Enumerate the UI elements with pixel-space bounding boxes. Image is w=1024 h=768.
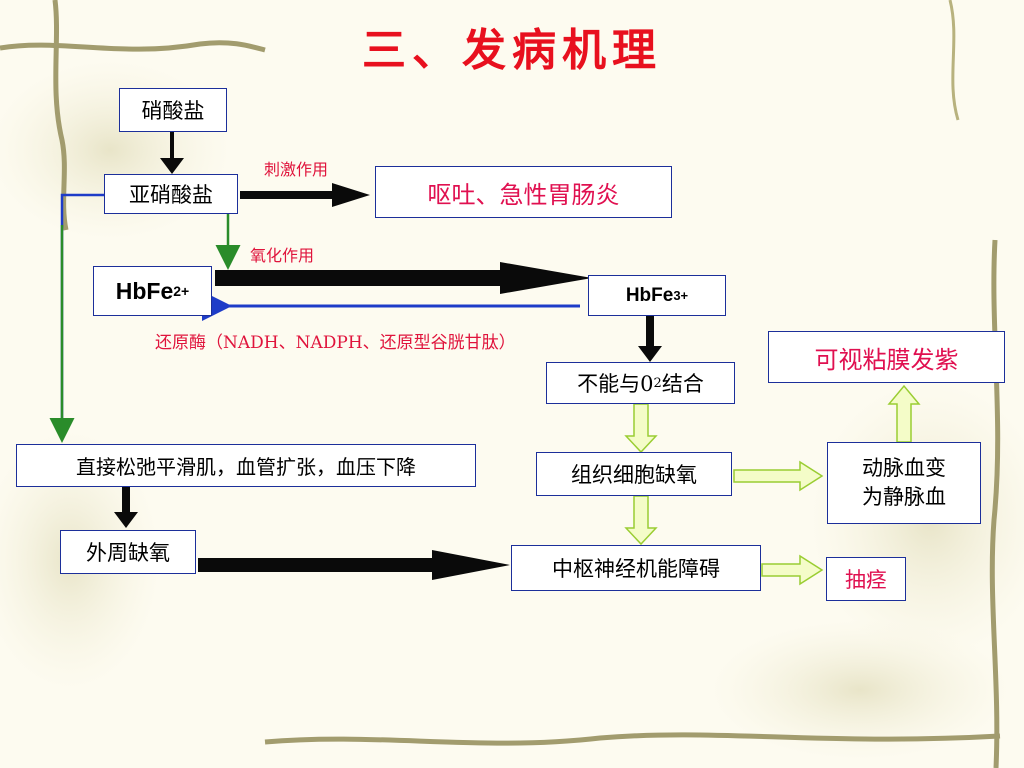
hollow-arrow-cns-to-convulsion — [762, 556, 822, 584]
arrow-nitrite-to-vomit — [240, 183, 370, 207]
label-oxidation: 氧化作用 — [250, 242, 314, 266]
page-title: 三、发病机理 — [0, 14, 1024, 78]
hollow-arrow-no-o2-to-tissue — [626, 404, 656, 452]
hollow-arrow-arterial-to-cyanosis — [889, 386, 919, 442]
box-nitrite: 亚硝酸盐 — [104, 174, 238, 214]
hbfe3-charge: 3+ — [673, 288, 688, 303]
box-smooth-muscle: 直接松弛平滑肌，血管扩张，血压下降 — [16, 444, 476, 487]
arterial-line1: 动脉血变 — [862, 454, 946, 483]
box-convulsion: 抽痉 — [826, 557, 906, 601]
line-nitrite-left — [62, 195, 106, 440]
box-cyanosis: 可视粘膜发紫 — [768, 331, 1005, 383]
box-peripheral-hypoxia: 外周缺氧 — [60, 530, 196, 574]
arrow-nitrate-to-nitrite — [160, 132, 184, 174]
arrow-peripheral-to-cns — [198, 550, 510, 580]
arrow-hbfe2-to-hbfe3 — [215, 262, 592, 294]
box-arterial: 动脉血变 为静脉血 — [827, 442, 981, 524]
no-o2-pre: 不能与0 — [577, 368, 653, 398]
no-o2-sub: 2 — [654, 376, 662, 391]
box-nitrate: 硝酸盐 — [119, 88, 227, 132]
no-o2-post: 结合 — [662, 368, 704, 398]
label-reductase: 还原酶（NADH、NADPH、还原型谷胱甘肽） — [155, 328, 516, 353]
arrow-hbfe3-to-no-o2 — [638, 316, 662, 362]
hbfe3-base: HbFe — [626, 285, 674, 307]
box-vomit: 呕吐、急性胃肠炎 — [375, 166, 672, 218]
label-stimulation: 刺激作用 — [264, 156, 328, 180]
hollow-arrow-tissue-to-arterial — [734, 462, 822, 490]
arterial-line2: 为静脉血 — [862, 483, 946, 512]
arrow-smooth-to-peripheral — [114, 487, 138, 528]
box-tissue-hypoxia: 组织细胞缺氧 — [536, 452, 732, 496]
hbfe2-base: HbFe — [116, 278, 174, 305]
hollow-arrow-tissue-to-cns — [626, 496, 656, 544]
hbfe2-charge: 2+ — [173, 283, 189, 299]
box-cns: 中枢神经机能障碍 — [511, 545, 761, 591]
